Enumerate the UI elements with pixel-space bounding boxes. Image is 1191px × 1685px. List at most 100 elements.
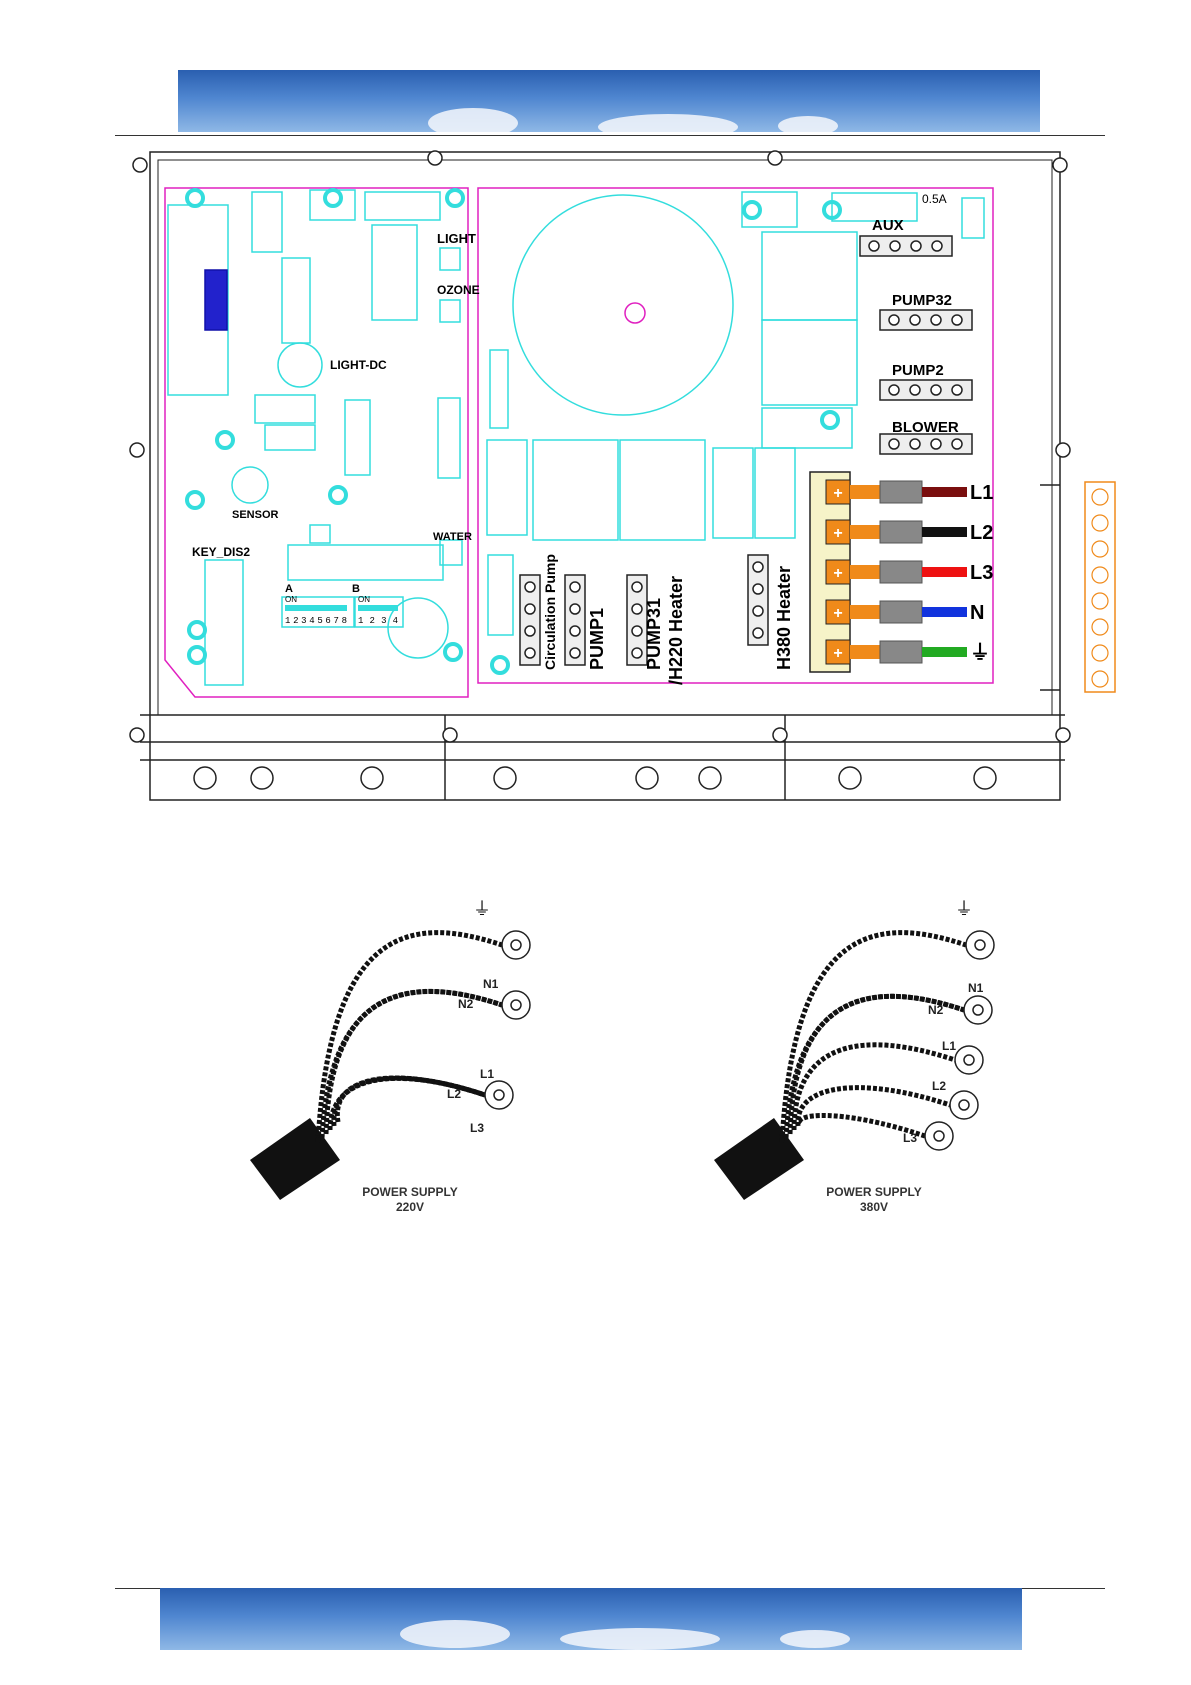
wiring-diagrams: ⏚N1N2L1L2L3POWER SUPPLY220V⏚N1N2L1L2L3PO… — [0, 880, 1191, 1220]
wire-label-l2: L2 — [932, 1079, 946, 1093]
terminal-crimp — [880, 641, 922, 663]
wire-label-n2: N2 — [458, 997, 474, 1011]
connector-pin — [910, 315, 920, 325]
connector-pin — [889, 439, 899, 449]
power-supply-title: POWER SUPPLY — [826, 1185, 922, 1199]
left-board-dip-switches — [285, 605, 398, 611]
connector-pin — [570, 604, 580, 614]
wire-label-l1: L1 — [942, 1039, 956, 1053]
connector-pin — [932, 241, 942, 251]
connector-label-aux: AUX — [872, 217, 904, 234]
light-label: LIGHT — [437, 231, 476, 246]
connector-pin — [890, 241, 900, 251]
terminal-label-4: ⏚ — [970, 641, 990, 664]
connector-pin — [570, 648, 580, 658]
ring-terminal — [964, 996, 992, 1024]
connector-pin — [910, 439, 920, 449]
connector-pin — [632, 648, 642, 658]
terminal-2: +L3 — [826, 560, 993, 584]
vertical-label-2: PUMP31 — [644, 598, 664, 670]
ring-terminal — [502, 991, 530, 1019]
ring-terminal — [925, 1122, 953, 1150]
wire-1 — [322, 991, 502, 1138]
connector-pin — [632, 604, 642, 614]
light-dc-label: LIGHT-DC — [330, 358, 387, 372]
connector-pin — [869, 241, 879, 251]
power-terminals: +L1 + L2 +L3 + N + ⏚ — [810, 472, 993, 672]
connector-pin — [952, 439, 962, 449]
wire-label-l2: L2 — [447, 1087, 461, 1101]
connector-pin — [753, 628, 763, 638]
terminal-label-0: L1 — [970, 482, 993, 504]
wire-label-l3: L3 — [470, 1121, 484, 1135]
connector-pin — [889, 385, 899, 395]
terminal-lug — [850, 645, 880, 659]
terminal-wire — [922, 607, 967, 617]
terminal-screw-mark: + — [833, 525, 842, 542]
terminal-lug — [850, 485, 880, 499]
connector-pin — [910, 385, 920, 395]
dip-a-label: A — [285, 583, 293, 595]
footer-banner — [160, 1588, 1022, 1650]
connector-pin — [570, 626, 580, 636]
terminal-label-3: N — [970, 602, 984, 624]
terminal-lug — [850, 565, 880, 579]
water-label: WATER — [433, 531, 472, 543]
control-board-diagram: LIGHT OZONE LIGHT-DC SENSOR WATER KEY_DI… — [0, 0, 1191, 820]
wire-label-n1: N1 — [968, 981, 984, 995]
connector-pin — [952, 315, 962, 325]
ozone-label: OZONE — [437, 283, 480, 297]
ring-terminal — [950, 1091, 978, 1119]
connector-pin — [753, 584, 763, 594]
power-supply-title: POWER SUPPLY — [362, 1185, 458, 1199]
connector-pin — [952, 385, 962, 395]
connector-pin — [525, 582, 535, 592]
sensor-label: SENSOR — [232, 509, 279, 521]
wire-4 — [798, 1088, 950, 1126]
connector-pin — [753, 562, 763, 572]
power-supply-voltage: 380V — [860, 1200, 888, 1214]
fuse-label: 0.5A — [922, 192, 947, 206]
ground-symbol-icon: ⏚ — [955, 899, 973, 919]
key-dis2-label: KEY_DIS2 — [192, 545, 250, 559]
connector-pin — [525, 648, 535, 658]
ring-terminal — [955, 1046, 983, 1074]
terminal-crimp — [880, 601, 922, 623]
power-supply-voltage: 220V — [396, 1200, 424, 1214]
terminal-wire — [922, 567, 967, 577]
connector-pin — [525, 626, 535, 636]
wire-label-l3: L3 — [903, 1131, 917, 1145]
terminal-crimp — [880, 521, 922, 543]
dip-b-on-label: ON — [358, 595, 370, 604]
ring-terminal — [966, 931, 994, 959]
connector-pin — [931, 315, 941, 325]
terminal-lug — [850, 605, 880, 619]
dip-a-on-label: ON — [285, 595, 297, 604]
vertical-label-0: Circulation Pump — [542, 554, 558, 670]
connector-pin — [911, 241, 921, 251]
terminal-1: + L2 — [826, 520, 993, 544]
connector-pin — [753, 606, 763, 616]
terminal-0: +L1 — [826, 480, 993, 504]
terminal-lug — [850, 525, 880, 539]
wire-label-n2: N2 — [928, 1003, 944, 1017]
dip-a-numbers: 12345678 — [285, 616, 347, 626]
vertical-label-1: PUMP1 — [587, 608, 607, 670]
terminal-crimp — [880, 481, 922, 503]
connector-pin — [931, 385, 941, 395]
connector-pin — [632, 582, 642, 592]
terminal-label-2: L3 — [970, 562, 993, 584]
dip-b-numbers: 1234 — [358, 616, 398, 626]
terminal-screw-mark: + — [833, 605, 842, 622]
terminal-wire — [922, 647, 967, 657]
terminal-label-1: L2 — [970, 522, 993, 544]
wire-label-l1: L1 — [480, 1067, 494, 1081]
wire-2 — [326, 991, 502, 1134]
connector-pin — [931, 439, 941, 449]
ground-symbol-icon: ⏚ — [473, 899, 491, 919]
connector-label-pump32: PUMP32 — [892, 292, 952, 309]
wire-label-n1: N1 — [483, 977, 499, 991]
